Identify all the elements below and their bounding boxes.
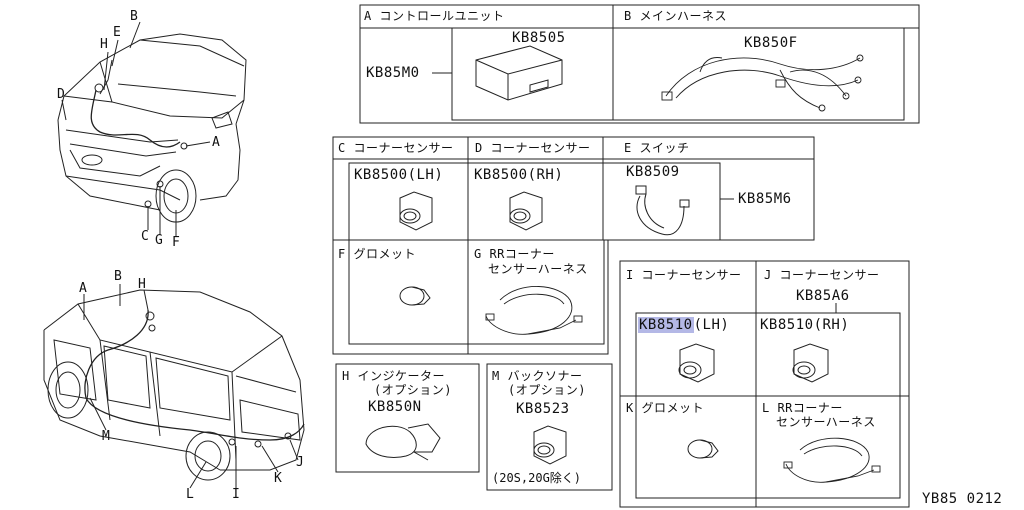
- control-unit-drawing: [475, 45, 563, 101]
- set-code-a: KB85M0: [366, 65, 420, 81]
- corner-sensor-drawings: [399, 191, 829, 383]
- header-k: K グロメット: [626, 401, 704, 415]
- front-vehicle-illustration: [57, 21, 247, 236]
- part-code-c: KB8500(LH): [354, 167, 444, 183]
- header-m-line2: (オプション): [508, 383, 586, 397]
- header-h: H インジケーター: [342, 369, 445, 383]
- header-c: C コーナーセンサー: [338, 141, 454, 155]
- vehicle-label-e: E: [113, 25, 121, 40]
- header-g-line2: センサーハーネス: [488, 262, 588, 276]
- header-d: D コーナーセンサー: [475, 141, 591, 155]
- vehicle-label-h: H: [100, 37, 108, 52]
- grommet-drawings: [399, 286, 719, 459]
- vehicle-label-a: A: [212, 135, 220, 150]
- vehicle-label-f: F: [172, 235, 180, 250]
- vehicle-label-a: A: [79, 281, 87, 296]
- part-code-e: KB8509: [626, 164, 680, 180]
- part-code-d: KB8500(RH): [474, 167, 564, 183]
- header-j: J コーナーセンサー: [764, 268, 880, 282]
- header-b: B メインハーネス: [624, 9, 727, 23]
- part-code-i-highlight: KB8510: [638, 317, 694, 333]
- rr-sensor-harness-drawings: [485, 286, 881, 483]
- part-code-j: KB8510(RH): [760, 317, 850, 333]
- header-l: L RRコーナー: [762, 401, 843, 415]
- header-m: M バックソナー: [492, 369, 583, 383]
- back-sonar-drawing: [533, 425, 567, 465]
- part-code-h: KB850N: [368, 399, 422, 415]
- rear-vehicle-illustration: [43, 284, 305, 489]
- part-code-i-prefix: KB851: [639, 317, 684, 333]
- vehicle-label-i: I: [232, 487, 240, 502]
- main-harness-drawing: [661, 54, 864, 112]
- vehicle-label-b: B: [114, 269, 122, 284]
- part-code-i-digit: 0: [683, 317, 693, 333]
- set-code-e: KB85M6: [738, 191, 792, 207]
- indicator-drawing: [365, 423, 441, 461]
- part-code-i: KB8510(LH): [638, 317, 730, 333]
- vehicle-label-c: C: [141, 229, 149, 244]
- vehicle-label-h: H: [138, 277, 146, 292]
- vehicle-label-l: M: [102, 429, 110, 444]
- header-h-line2: (オプション): [374, 383, 452, 397]
- part-code-i-suffix: (LH): [693, 317, 730, 333]
- part-code-m: KB8523: [516, 401, 570, 417]
- vehicle-label-j: J: [296, 455, 304, 470]
- part-code-a: KB8505: [512, 30, 566, 46]
- vehicle-label-g: G: [155, 233, 163, 248]
- switch-harness-drawing: [635, 185, 690, 236]
- header-i: I コーナーセンサー: [626, 268, 742, 282]
- note-m: (20S,20G除く): [492, 471, 582, 485]
- vehicle-label-k: L: [186, 487, 194, 502]
- header-g: G RRコーナー: [474, 247, 555, 261]
- vehicle-label-m: K: [274, 471, 282, 486]
- header-l-line2: センサーハーネス: [776, 415, 876, 429]
- vehicle-label-d: D: [57, 87, 65, 102]
- diagram-reference: YB85 0212: [922, 491, 1003, 507]
- header-f: F グロメット: [338, 247, 416, 261]
- vehicle-label-b: B: [130, 9, 138, 24]
- header-e: E スイッチ: [624, 141, 690, 155]
- set-code-j: KB85A6: [796, 288, 850, 304]
- header-a: A コントロールユニット: [364, 9, 505, 23]
- part-code-b: KB850F: [744, 35, 798, 51]
